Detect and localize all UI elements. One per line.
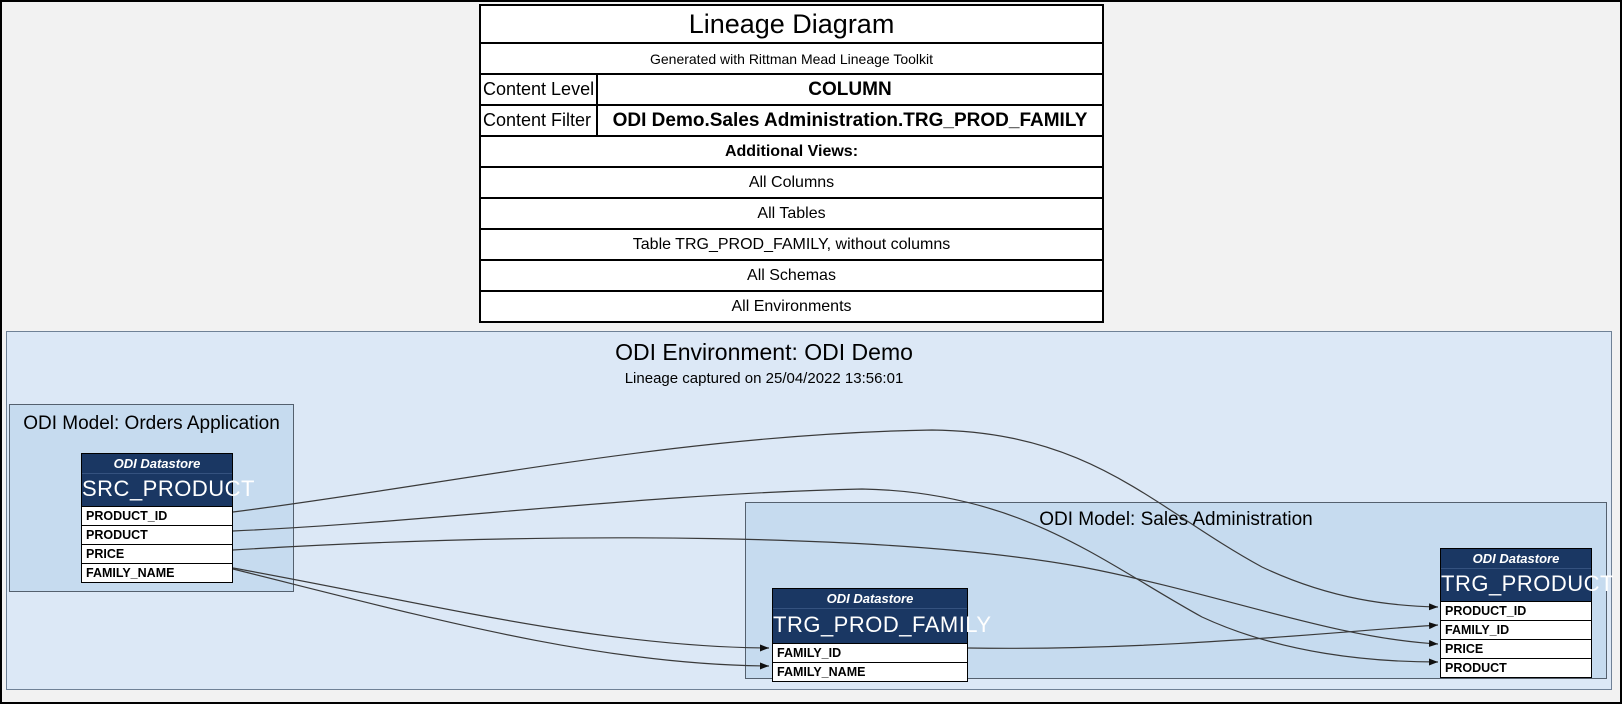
datastore-name-src-product[interactable]: SRC_PRODUCT [82, 473, 254, 506]
column-row-prod-family-id[interactable]: FAMILY_ID [1441, 620, 1591, 639]
datastore-name-trg-prod-family[interactable]: TRG_PROD_FAMILY [773, 608, 991, 643]
model-title-orders-application: ODI Model: Orders Application [23, 413, 280, 434]
column-row-src-product[interactable]: PRODUCT [82, 525, 232, 544]
datastore-name-trg-product[interactable]: TRG_PRODUCT [1441, 568, 1613, 601]
view-link-table-without-columns[interactable]: Table TRG_PROD_FAMILY, without columns [481, 228, 1102, 259]
datastore-type-badge: ODI Datastore [82, 454, 232, 473]
column-row-src-price[interactable]: PRICE [82, 544, 232, 563]
column-row-prod-price[interactable]: PRICE [1441, 639, 1591, 658]
content-filter-row: Content Filter ODI Demo.Sales Administra… [481, 104, 1102, 135]
column-row-fam-family-id[interactable]: FAMILY_ID [773, 643, 967, 662]
column-row-src-product-id[interactable]: PRODUCT_ID [82, 506, 232, 525]
datastore-src-product: ODI Datastore SRC_PRODUCT PRODUCT_ID PRO… [81, 453, 254, 583]
view-link-all-tables[interactable]: All Tables [481, 197, 1102, 228]
content-level-label: Content Level [481, 75, 598, 104]
content-filter-label: Content Filter [481, 106, 598, 135]
column-row-src-family-name[interactable]: FAMILY_NAME [82, 563, 232, 582]
model-title-sales-administration: ODI Model: Sales Administration [1039, 509, 1313, 530]
column-row-prod-product[interactable]: PRODUCT [1441, 658, 1591, 677]
environment-subtitle: Lineage captured on 25/04/2022 13:56:01 [624, 370, 904, 387]
content-filter-value: ODI Demo.Sales Administration.TRG_PROD_F… [612, 109, 1088, 131]
view-link-all-columns[interactable]: All Columns [481, 166, 1102, 197]
datastore-type-badge: ODI Datastore [1441, 549, 1591, 568]
page-title: Lineage Diagram [481, 6, 1102, 42]
additional-views-header: Additional Views: [481, 135, 1102, 166]
column-row-fam-family-name[interactable]: FAMILY_NAME [773, 662, 967, 681]
generated-with-note: Generated with Rittman Mead Lineage Tool… [481, 42, 1102, 73]
content-level-row: Content Level COLUMN [481, 73, 1102, 104]
view-link-all-schemas[interactable]: All Schemas [481, 259, 1102, 290]
datastore-type-badge: ODI Datastore [773, 589, 967, 608]
info-table: Lineage Diagram Generated with Rittman M… [479, 4, 1104, 323]
content-level-value: COLUMN [808, 78, 892, 100]
datastore-trg-product: ODI Datastore TRG_PRODUCT PRODUCT_ID FAM… [1440, 548, 1613, 678]
column-row-prod-product-id[interactable]: PRODUCT_ID [1441, 601, 1591, 620]
view-link-all-environments[interactable]: All Environments [481, 290, 1102, 321]
environment-title: ODI Environment: ODI Demo [615, 339, 913, 365]
datastore-trg-prod-family: ODI Datastore TRG_PROD_FAMILY FAMILY_ID … [772, 588, 991, 682]
